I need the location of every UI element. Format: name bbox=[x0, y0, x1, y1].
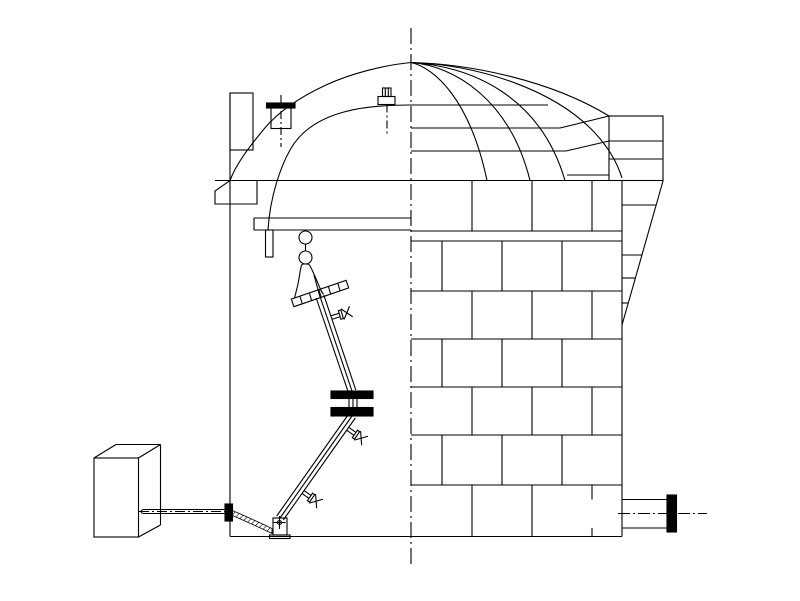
valve-stem-line bbox=[346, 430, 355, 436]
valve-bonnet bbox=[337, 309, 345, 321]
swing-pipe-upper-mid bbox=[319, 296, 353, 392]
dome-meridian-2 bbox=[410, 61, 531, 181]
swing-pipe-lower-left bbox=[276, 413, 350, 517]
bell-seat-plate bbox=[290, 279, 350, 308]
swivel-flange-upper bbox=[330, 390, 374, 400]
valve-stem-line bbox=[348, 427, 357, 433]
swing-pipe-upper-right bbox=[323, 294, 357, 391]
valve-upper bbox=[330, 306, 354, 321]
valve-stem-line bbox=[303, 490, 312, 496]
valve-handle-cross bbox=[354, 435, 369, 441]
dome-left-outer-profile bbox=[229, 61, 412, 181]
pedestal-pivot bbox=[276, 519, 283, 526]
valve-bonnet bbox=[306, 492, 316, 503]
chain-link-upper bbox=[298, 230, 313, 245]
bell-mouth-neck bbox=[301, 263, 310, 266]
eave-overhang-left bbox=[214, 179, 258, 205]
wall-penetration-flange bbox=[224, 503, 234, 522]
valve-middle bbox=[346, 427, 369, 446]
valve-stem-line bbox=[330, 312, 340, 317]
bell-mouth-right-edge bbox=[309, 264, 324, 295]
cornice-slant-upper bbox=[559, 115, 610, 129]
swivel-flange-lower bbox=[330, 406, 374, 417]
valve-handle-cross bbox=[343, 306, 351, 320]
dome-meridian-3 bbox=[410, 61, 566, 181]
dome-right-outer-profile bbox=[410, 61, 610, 117]
pump-box-front bbox=[93, 457, 140, 538]
pump-box-side-bottom-edge bbox=[138, 524, 161, 538]
valve-handle-cross bbox=[309, 498, 324, 504]
valve-stem-line bbox=[331, 316, 341, 320]
hanger-bracket-stem bbox=[264, 229, 274, 258]
bell-seat-plate-tick-5 bbox=[337, 283, 341, 291]
cornice-slant-lower bbox=[565, 140, 610, 152]
buttress-outer-edge bbox=[621, 180, 664, 326]
parapet-column bbox=[229, 92, 254, 151]
roof-vent-top bbox=[381, 87, 392, 98]
bell-seat-plate-tick-2 bbox=[308, 293, 313, 301]
bell-seat-plate-tick-1 bbox=[299, 296, 303, 304]
flexible-hose-hatched bbox=[232, 509, 273, 535]
valve-bonnet bbox=[351, 429, 361, 440]
drawing-layer bbox=[93, 28, 707, 565]
swing-pipe-lower-mid bbox=[279, 415, 353, 519]
dome-left-inner-profile bbox=[267, 104, 412, 231]
bell-seat-plate-tick-3 bbox=[318, 289, 322, 298]
valve-stem-line bbox=[301, 493, 310, 499]
dome-meridian-1 bbox=[410, 61, 488, 181]
bell-mouth-inner-pipe bbox=[313, 274, 321, 298]
chain-link-lower bbox=[298, 250, 313, 265]
pump-box-top-right-edge bbox=[138, 444, 161, 459]
pump-box-top-left-edge bbox=[93, 444, 117, 459]
bell-seat-plate-tick-4 bbox=[327, 286, 332, 294]
valve-lower bbox=[301, 490, 324, 509]
bell-mouth-left-edge bbox=[293, 264, 303, 298]
cornice-block bbox=[608, 115, 664, 182]
dome-meridian-4 bbox=[410, 61, 623, 179]
roof-vent-base bbox=[377, 95, 396, 106]
swing-pipe-upper-left bbox=[315, 297, 349, 393]
swing-pipe-lower-right bbox=[282, 417, 356, 521]
